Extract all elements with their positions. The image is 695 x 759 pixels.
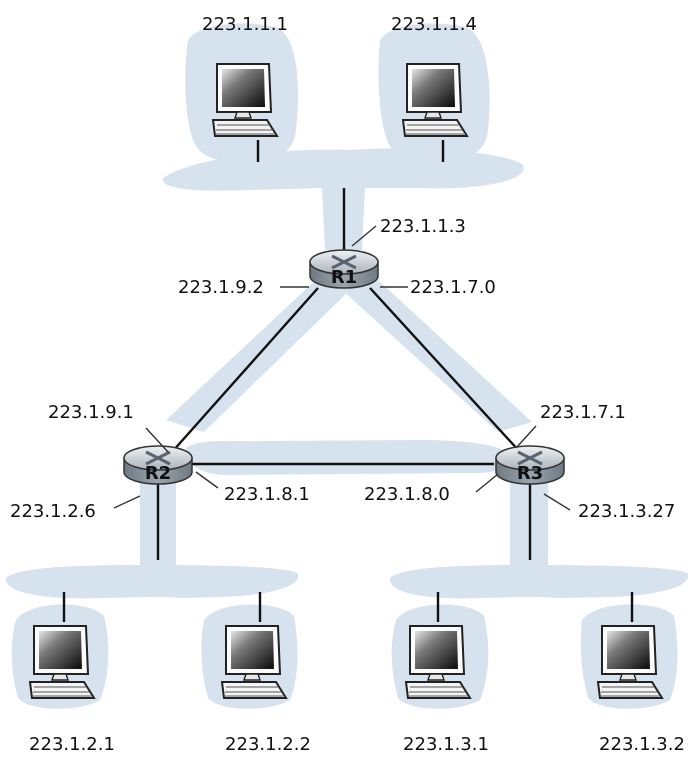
iface-r2-bottom-label: 223.1.2.6: [10, 501, 96, 522]
host-h3-label: 223.1.2.1: [29, 734, 115, 755]
link-r1-r3: [369, 287, 521, 453]
iface-r1-top-label: 223.1.1.3: [380, 216, 466, 237]
router-r1[interactable]: R1: [308, 248, 380, 290]
computer-icon: [402, 63, 468, 137]
router-r2-label: R2: [145, 463, 171, 484]
host-h5[interactable]: [405, 625, 471, 699]
computer-icon: [29, 625, 95, 699]
host-h4[interactable]: [221, 625, 287, 699]
host-h5-label: 223.1.3.1: [403, 734, 489, 755]
host-h2[interactable]: [402, 63, 468, 137]
host-h6[interactable]: [597, 625, 663, 699]
router-r2[interactable]: R2: [122, 444, 194, 486]
host-h1[interactable]: [212, 63, 278, 137]
links: [62, 140, 634, 622]
computer-icon: [405, 625, 471, 699]
subnet-links-shape: [166, 278, 532, 476]
host-h1-label: 223.1.1.1: [202, 14, 288, 35]
host-h6-label: 223.1.3.2: [599, 734, 685, 755]
host-h3[interactable]: [29, 625, 95, 699]
interface-leaders: [113, 225, 571, 511]
iface-r1-left-label: 223.1.9.2: [178, 277, 264, 298]
iface-r1-right-label: 223.1.7.0: [410, 277, 496, 298]
router-r1-label: R1: [331, 267, 357, 288]
iface-r2-right-label: 223.1.8.1: [224, 484, 310, 505]
iface-r3-top-label: 223.1.7.1: [540, 402, 626, 423]
router-r3[interactable]: R3: [494, 444, 566, 486]
iface-r3-left-label: 223.1.8.0: [364, 484, 450, 505]
link-r1-r2: [171, 287, 319, 453]
computer-icon: [212, 63, 278, 137]
iface-r3-bottom-label: 223.1.3.27: [578, 501, 675, 522]
computer-icon: [221, 625, 287, 699]
router-r3-label: R3: [517, 463, 543, 484]
iface-r2-top-label: 223.1.9.1: [48, 402, 134, 423]
host-h4-label: 223.1.2.2: [225, 734, 311, 755]
host-h2-label: 223.1.1.4: [391, 14, 477, 35]
computer-icon: [597, 625, 663, 699]
